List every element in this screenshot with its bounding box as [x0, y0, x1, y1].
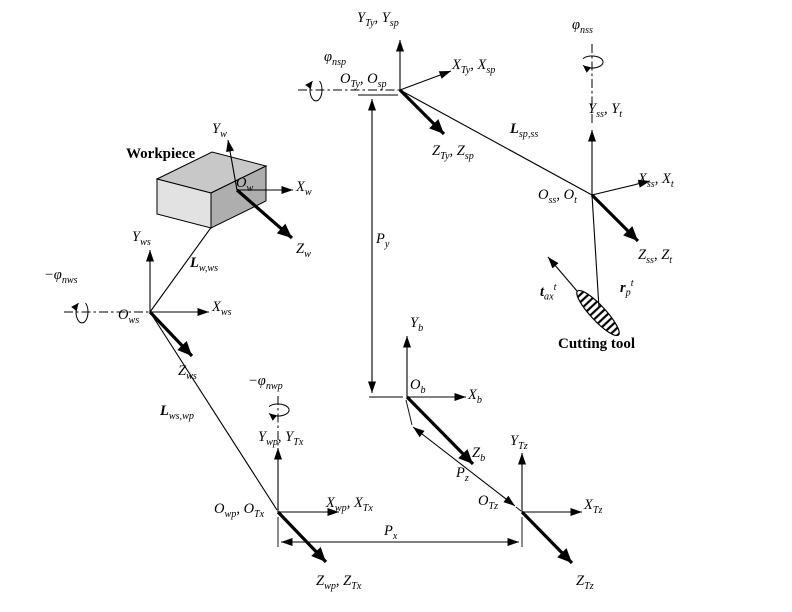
ss-x-axis — [591, 179, 651, 196]
label-axis-x-ws: Xws — [212, 299, 232, 318]
label-origin-tz: OTz — [478, 493, 499, 512]
label-axis-z-sp: ZTy, Zsp — [432, 143, 474, 162]
label-workpiece: Workpiece — [126, 146, 196, 162]
label-neg-phi-nwp: −φnwp — [248, 373, 283, 392]
tz-z-axis — [520, 510, 574, 565]
label-l-ws-wp: Lws,wp — [160, 403, 194, 422]
sp-x-axis — [399, 70, 452, 91]
link-sp-ss-line — [399, 89, 593, 196]
cutting-tool-body — [576, 289, 620, 337]
label-p-z: Pz — [456, 465, 469, 484]
label-origin-b: Ob — [410, 377, 426, 396]
label-axis-x-tz: XTz — [584, 497, 603, 516]
label-origin-w: Ow — [236, 175, 254, 194]
wp-rotation-arrow — [268, 403, 290, 421]
label-phi-nss: φnss — [572, 17, 593, 36]
label-axis-x-w: Xw — [296, 179, 312, 198]
label-origin-ws: Ows — [118, 307, 140, 326]
label-axis-z-wp: Zwp, ZTx — [316, 573, 362, 592]
label-tool-axis: taxt — [540, 282, 557, 303]
tool-axis-vector-arrow — [547, 256, 578, 292]
ws-rotation-arrow — [71, 302, 89, 324]
cutting-tool — [576, 289, 620, 337]
label-neg-phi-nws: −φnws — [44, 267, 78, 286]
pz-extension-bottom — [515, 506, 522, 512]
label-axis-y-ss: Yss, Yt — [588, 101, 623, 120]
w-z-axis — [235, 188, 294, 240]
wp-z-axis — [276, 510, 328, 564]
label-axis-y-w: Yw — [212, 121, 227, 140]
label-p-y: Py — [376, 231, 390, 250]
link-ws-wp-line — [149, 311, 278, 511]
tool-position-line — [591, 194, 600, 309]
label-axis-z-ss: Zss, Zt — [638, 247, 673, 266]
label-origin-wp: Owp, OTx — [214, 501, 265, 520]
label-axis-z-b: Zb — [472, 445, 486, 464]
label-axis-y-ws: Yws — [132, 229, 151, 248]
label-axis-z-tz: ZTz — [576, 573, 594, 592]
pz-extension-top — [405, 399, 413, 426]
pz-dimension-line — [412, 426, 516, 507]
ss-rotation-arrow — [582, 55, 604, 73]
label-origin-sp: OTy, Osp — [340, 71, 387, 90]
b-z-axis — [405, 395, 475, 466]
label-l-sp-ss: Lsp,ss — [510, 121, 539, 140]
label-tool-radius: rpt — [620, 278, 634, 299]
label-axis-x-wp: Xwp, XTx — [326, 495, 373, 514]
label-origin-ss: Oss, Ot — [538, 187, 577, 206]
w-y-axis — [226, 139, 238, 191]
label-axis-z-ws: Zws — [178, 363, 197, 382]
label-l-w-ws: Lw,ws — [190, 255, 219, 274]
label-p-x: Px — [384, 523, 398, 542]
label-phi-nsp: φnsp — [324, 49, 347, 68]
label-axis-x-b: Xb — [468, 387, 482, 406]
ws-z-axis — [148, 310, 194, 358]
label-axis-y-b: Yb — [410, 315, 424, 334]
label-cutting-tool: Cutting tool — [558, 336, 636, 352]
label-axis-y-sp: YTy, Ysp — [357, 10, 399, 29]
label-axis-x-ss: Xss, Xt — [638, 171, 674, 190]
workpiece-side-face — [210, 165, 267, 229]
sp-z-axis — [398, 88, 446, 136]
sp-rotation-arrow — [305, 80, 323, 102]
label-axis-z-w: Zw — [296, 241, 311, 260]
label-axis-y-tz: YTz — [510, 433, 528, 452]
diagram-lines — [64, 40, 651, 565]
ss-z-axis — [590, 193, 640, 243]
label-axis-x-sp: XTy, Xsp — [452, 57, 496, 76]
label-axis-y-wp: Ywp, YTx — [258, 429, 304, 448]
workpiece-box — [155, 151, 268, 229]
